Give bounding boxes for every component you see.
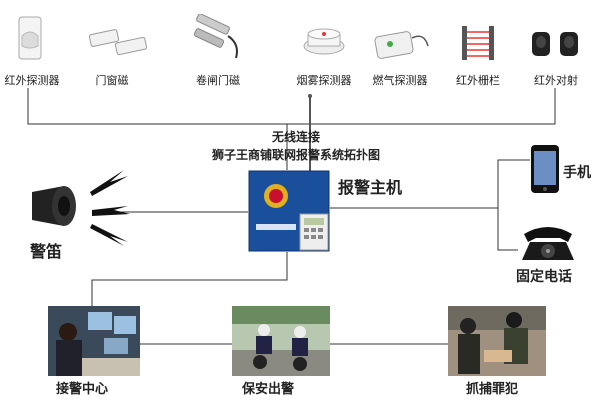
wireless-label: 无线连接: [271, 130, 320, 144]
host-bottom-link: [91, 252, 288, 306]
alarm-center-photo: [48, 306, 140, 376]
landline-phone-icon: [518, 222, 578, 262]
rolling-door-magnet-icon: [190, 13, 246, 60]
alarm-center-label: 接警中心: [56, 382, 109, 397]
sensor-label-smoke: 烟雾探测器: [296, 74, 352, 87]
siren-icon: [24, 182, 86, 230]
arrest-criminal-label: 抓捕罪犯: [466, 382, 519, 397]
infrared-fence-icon: [460, 24, 496, 62]
sensor-label-gas: 燃气探测器: [372, 74, 428, 87]
security-dispatch-photo: [232, 306, 330, 376]
sensor-label-rolling-door: 卷闸门磁: [196, 74, 240, 87]
smoke-detector-icon: [302, 26, 346, 56]
landline-label: 固定电话: [516, 269, 572, 285]
alarm-host-label: 报警主机: [338, 178, 403, 197]
mobile-phone-icon: [530, 144, 560, 194]
alarm-host-icon: [248, 170, 330, 252]
sensor-bus-line: [27, 88, 556, 125]
sound-wave-icon: [88, 166, 132, 248]
phone-landline-link: [497, 159, 530, 251]
sensor-label-fence: 红外栅栏: [456, 74, 500, 87]
sensor-label-beam: 红外对射: [534, 74, 578, 87]
gas-detector-icon: [372, 26, 432, 60]
arrest-criminal-photo: [448, 306, 546, 376]
sensor-label-infrared: 红外探测器: [4, 74, 60, 87]
infrared-detector-icon: [18, 16, 42, 60]
diagram-title: 狮子王商铺联网报警系统拓扑图: [211, 148, 380, 162]
door-window-magnet-icon: [86, 22, 150, 58]
siren-label: 警笛: [30, 242, 63, 261]
sensor-label-door-window: 门窗磁: [95, 74, 129, 87]
phone-label: 手机: [563, 165, 591, 181]
security-dispatch-label: 保安出警: [242, 382, 295, 397]
infrared-beam-icon: [530, 28, 582, 58]
